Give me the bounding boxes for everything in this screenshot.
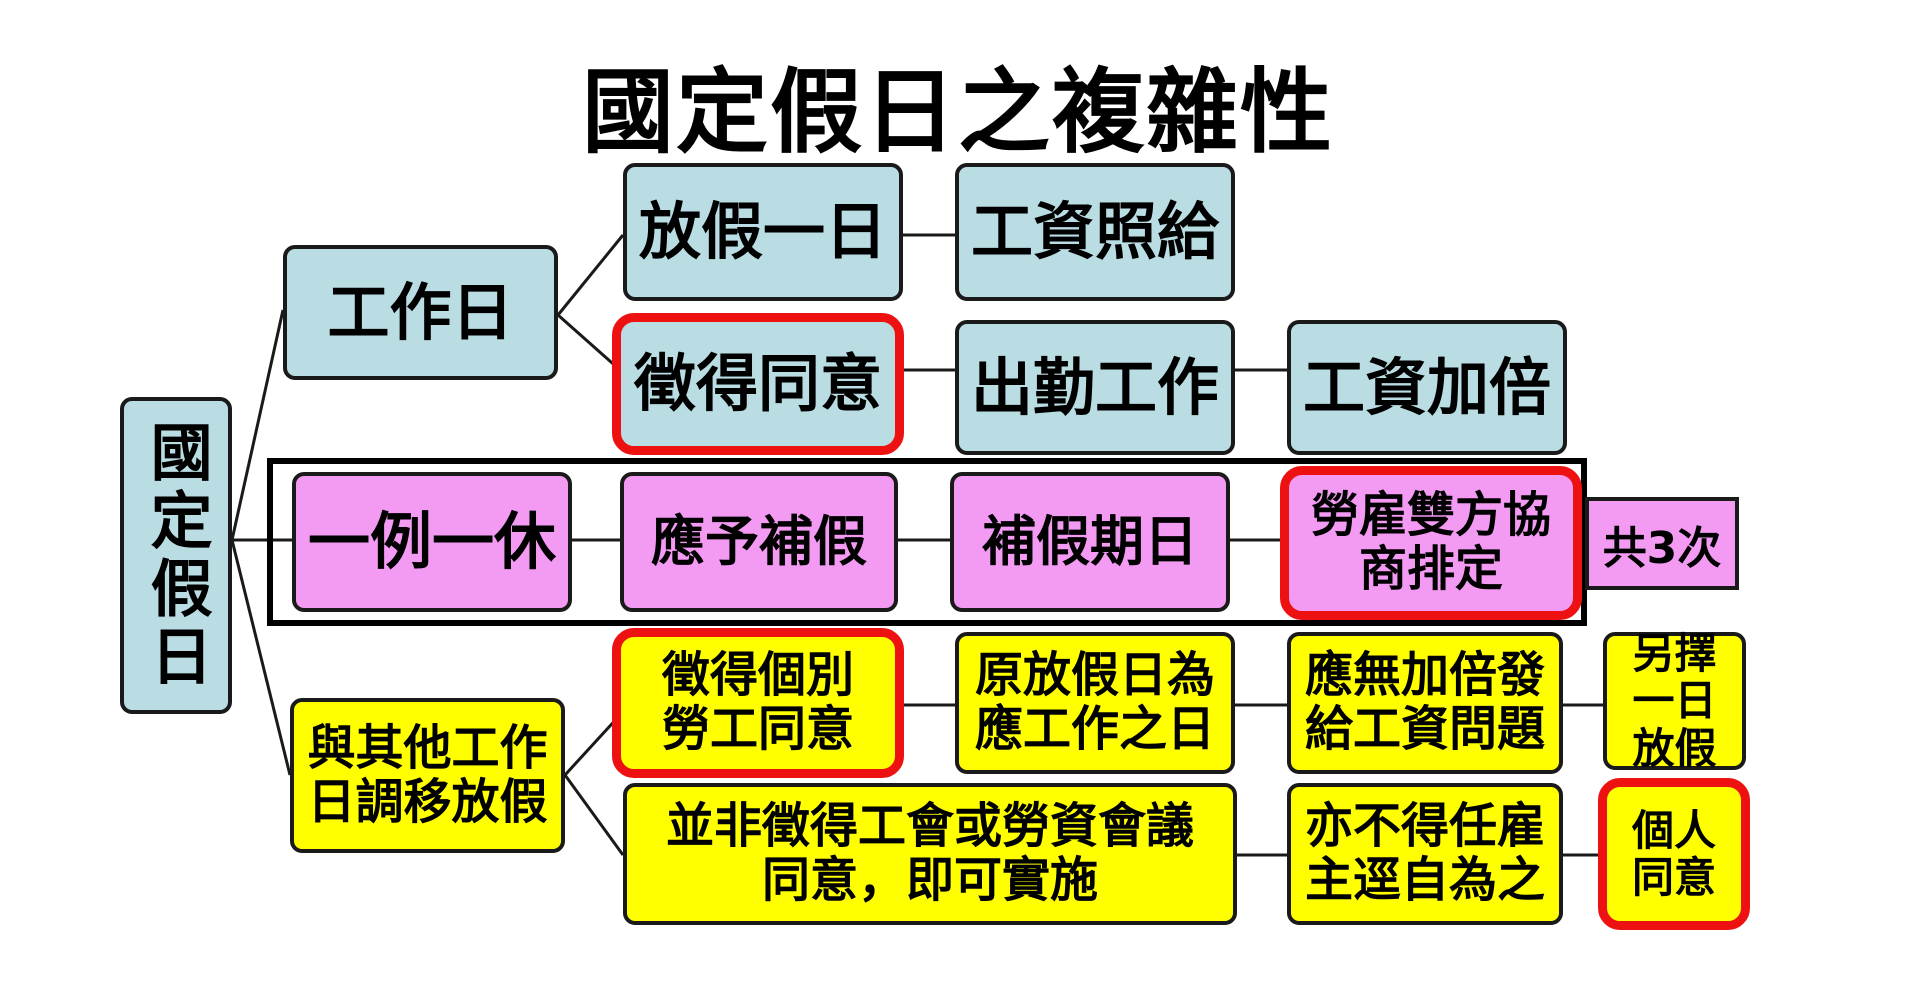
node-swap: 與其他工作日調移放假 [290, 698, 565, 853]
root-node: 國定假日 [120, 397, 232, 714]
node-work: 出勤工作 [955, 320, 1235, 455]
link-root-swap [230, 539, 292, 776]
workday-label: 工作日 [327, 275, 514, 349]
link-swap-individual [563, 713, 622, 777]
personal-label: 個人同意 [1631, 805, 1716, 902]
page-title: 國定假日之複雜性 [581, 59, 1334, 166]
comp-date-label: 補假期日 [982, 509, 1198, 573]
link-workday-consent [557, 313, 621, 372]
not-union-label: 並非徵得工會或勞資會議同意，即可實施 [665, 798, 1194, 908]
work-label: 出勤工作 [970, 350, 1219, 424]
link-swap-notunion [563, 774, 625, 856]
node-individual-consent: 徵得個別勞工同意 [612, 628, 904, 778]
root-label: 國定假日 [139, 419, 213, 692]
node-choose-day: 另擇一日放假 [1603, 629, 1746, 773]
node-comp-date: 補假期日 [950, 472, 1230, 612]
comp-label: 應予補假 [651, 509, 867, 573]
choose-day-label: 另擇一日放假 [1632, 629, 1717, 773]
node-leave-pay: 工資照給 [955, 163, 1235, 301]
node-workday: 工作日 [283, 245, 558, 380]
leave-pay-label: 工資照給 [970, 195, 1219, 269]
link-root-workday [230, 309, 285, 541]
node-becomes-workday: 原放假日為應工作之日 [955, 632, 1235, 774]
no-double-label: 應無加倍發給工資問題 [1304, 647, 1545, 757]
node-double-pay: 工資加倍 [1287, 320, 1567, 455]
node-rest: 一例一休 [292, 472, 572, 612]
becomes-label: 原放假日為應工作之日 [974, 647, 1215, 757]
node-not-union: 並非徵得工會或勞資會議同意，即可實施 [623, 783, 1237, 925]
node-personal-consent: 個人同意 [1598, 778, 1750, 930]
highlight-frame [267, 458, 1587, 626]
leave-label: 放假一日 [638, 195, 887, 269]
node-consent: 徵得同意 [612, 313, 904, 455]
negotiate-label: 勞雇雙方協商排定 [1311, 487, 1552, 597]
node-no-double-pay: 應無加倍發給工資問題 [1287, 632, 1563, 774]
no-employer-label: 亦不得任雇主逕自為之 [1304, 798, 1545, 908]
node-negotiate: 勞雇雙方協商排定 [1280, 466, 1582, 620]
node-comp-leave: 應予補假 [620, 472, 898, 612]
individual-label: 徵得個別勞工同意 [661, 647, 854, 757]
link-workday-leave [556, 234, 625, 316]
count-label: 共3次 [1602, 522, 1722, 574]
swap-label: 與其他工作日調移放假 [307, 719, 548, 830]
node-leave-one-day: 放假一日 [623, 163, 903, 301]
double-pay-label: 工資加倍 [1302, 350, 1551, 424]
rest-label: 一例一休 [307, 505, 556, 579]
consent-label: 徵得同意 [633, 347, 882, 421]
count-badge: 共3次 [1585, 497, 1739, 590]
node-no-employer: 亦不得任雇主逕自為之 [1287, 783, 1563, 925]
